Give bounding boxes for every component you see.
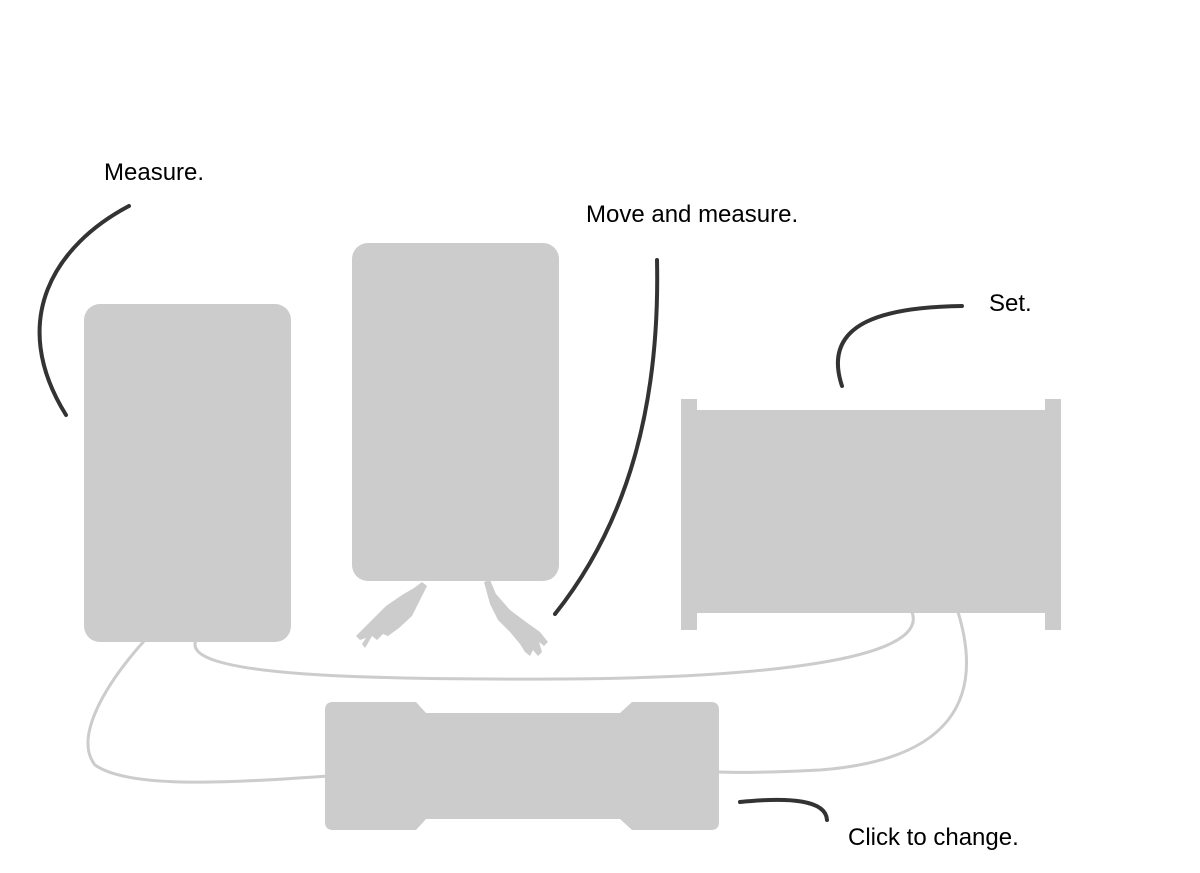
pointer-measure bbox=[37, 204, 131, 417]
wires bbox=[86, 610, 968, 784]
pointer-set bbox=[835, 304, 964, 388]
meter-left[interactable] bbox=[84, 304, 291, 642]
wire-meter-to-power-supply bbox=[193, 610, 915, 681]
voltmeter-body[interactable] bbox=[352, 243, 559, 581]
power-supply[interactable] bbox=[681, 399, 1061, 630]
pointer-move-and-measure bbox=[553, 258, 660, 616]
voltmeter-with-probes[interactable] bbox=[352, 243, 559, 656]
left-probe-clip-icon[interactable] bbox=[356, 582, 427, 648]
resistor[interactable] bbox=[325, 702, 719, 830]
right-probe-clip-icon[interactable] bbox=[484, 580, 548, 656]
wire-power-supply-to-resistor bbox=[716, 610, 968, 774]
hint-measure: Measure. bbox=[104, 159, 204, 186]
hint-set: Set. bbox=[989, 290, 1032, 317]
hint-move-and-measure: Move and measure. bbox=[586, 201, 798, 228]
hint-click-to-change: Click to change. bbox=[848, 824, 1019, 851]
wire-meter-to-resistor bbox=[86, 638, 330, 784]
pointers bbox=[37, 204, 964, 822]
pointer-click-to-change bbox=[738, 797, 829, 822]
